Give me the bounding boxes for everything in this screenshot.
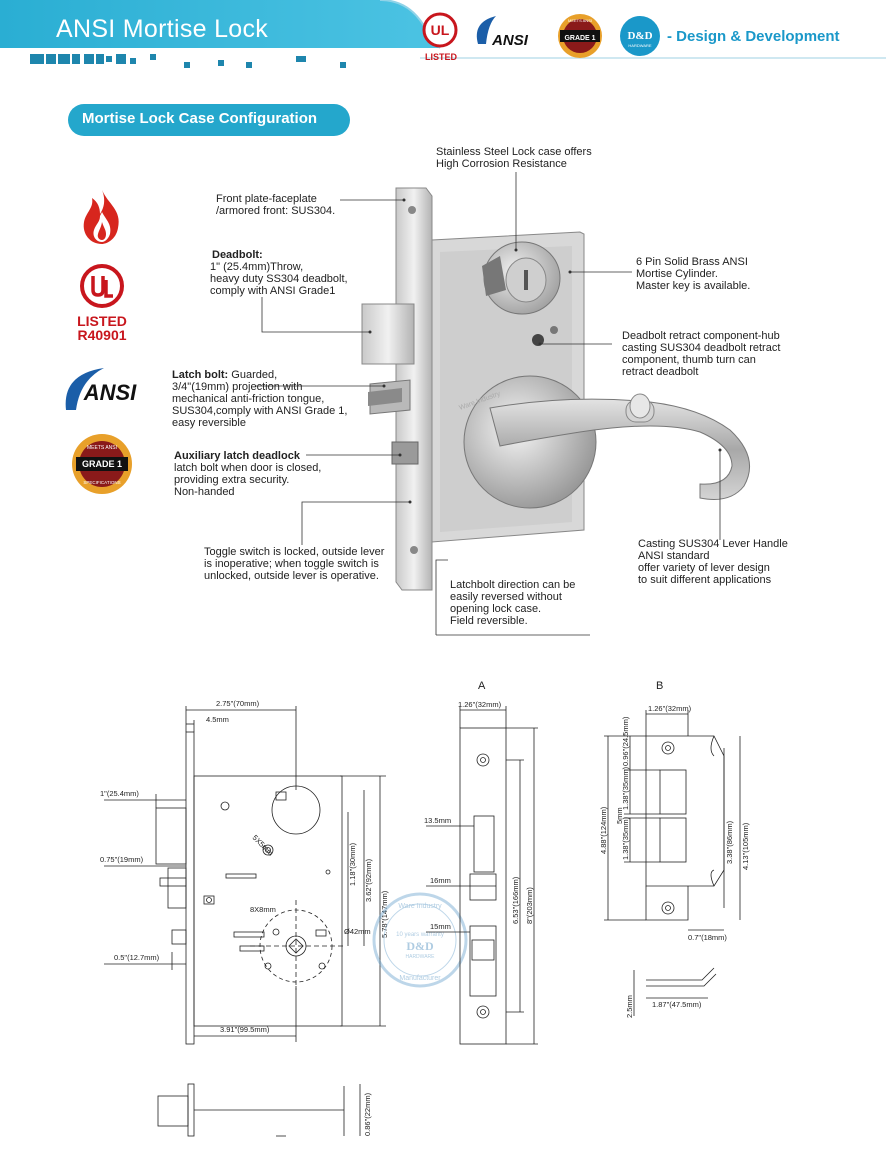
svg-text:0.7"(18mm): 0.7"(18mm): [688, 933, 727, 942]
page-header: UL LISTED ANSI GRADE 1 MEETS ANSI D&D HA…: [0, 0, 886, 80]
svg-text:MEETS ANSI: MEETS ANSI: [87, 445, 117, 451]
svg-text:HARDWARE: HARDWARE: [628, 43, 652, 48]
grade1-logo-icon: GRADE 1 MEETS ANSI: [558, 14, 602, 58]
svg-text:8X8mm: 8X8mm: [250, 905, 276, 914]
drawing-label-a: A: [478, 680, 486, 692]
svg-text:0.5"(12.7mm): 0.5"(12.7mm): [114, 953, 160, 962]
ul-logo-icon: UL LISTED: [422, 12, 458, 62]
faceplate: [395, 187, 433, 591]
ul-listed-text: LISTED R40901: [77, 313, 127, 343]
brand-tagline: - Design & Development: [667, 28, 840, 45]
ul-listed-badge-icon: [80, 264, 124, 308]
svg-text:1.87"(47.5mm): 1.87"(47.5mm): [652, 1000, 702, 1009]
section-title: Mortise Lock Case Configuration: [68, 104, 350, 136]
lock-dimension-drawing: 2.75"(70mm) 4.5mm 1"(25.4mm) 0.75"(19mm)…: [100, 699, 389, 1137]
svg-text:1.18"(30mm): 1.18"(30mm): [348, 842, 357, 886]
svg-text:UL: UL: [431, 22, 450, 38]
svg-text:8"(203mm): 8"(203mm): [525, 887, 534, 924]
svg-text:3.91"(99.5mm): 3.91"(99.5mm): [220, 1025, 270, 1034]
svg-text:6.53"(166mm): 6.53"(166mm): [511, 876, 520, 924]
aux-latch: [391, 441, 419, 465]
svg-text:GRADE 1: GRADE 1: [82, 459, 122, 469]
svg-text:0.86"(22mm): 0.86"(22mm): [363, 1092, 372, 1136]
callout-latch-bolt: Latch bolt: Guarded, 3/4"(19mm) projecti…: [172, 369, 348, 429]
svg-text:ANSI: ANSI: [491, 32, 529, 49]
svg-text:5mm: 5mm: [615, 807, 624, 824]
svg-text:0.96"(24.5mm): 0.96"(24.5mm): [621, 716, 630, 766]
watermark-seal: Ware Industry 10 years warranty D&D HARD…: [372, 892, 468, 988]
svg-text:D&D: D&D: [406, 939, 434, 953]
svg-text:10 years warranty: 10 years warranty: [396, 932, 444, 938]
callout-aux-latch: Auxiliary latch deadlock latch bolt when…: [174, 450, 322, 498]
mortise-lock-illustration: Ware Industry: [361, 187, 751, 591]
svg-text:SPECIFICATIONS: SPECIFICATIONS: [83, 480, 120, 485]
drawing-label-b: B: [656, 680, 664, 692]
svg-text:4.5mm: 4.5mm: [206, 715, 229, 724]
fire-icon: [83, 190, 119, 244]
callout-deadbolt: Deadbolt: 1" (25.4mm)Throw,heavy duty SS…: [210, 249, 348, 297]
svg-text:2.5mm: 2.5mm: [625, 995, 634, 1018]
ansi-badge-icon: ANSI: [65, 368, 137, 410]
callout-front-plate: Front plate-faceplate/armored front: SUS…: [216, 193, 336, 217]
svg-text:LISTED: LISTED: [425, 52, 458, 62]
faceplate-a-drawing: 1.26"(32mm) 13.5mm 16mm 15mm 6.53"(166mm…: [424, 700, 538, 1045]
svg-text:Ø42mm: Ø42mm: [344, 927, 371, 936]
deadbolt: [361, 303, 415, 365]
svg-text:GRADE 1: GRADE 1: [564, 35, 595, 42]
svg-text:1.38"(35mm): 1.38"(35mm): [621, 816, 630, 860]
svg-text:15mm: 15mm: [430, 922, 451, 931]
svg-text:D&D: D&D: [627, 30, 652, 42]
svg-text:MEETS ANSI: MEETS ANSI: [568, 18, 592, 23]
svg-text:1.38"(35mm): 1.38"(35mm): [621, 766, 630, 810]
strike-b-drawing: 1.26"(32mm) 0.96"(24.5mm) 1.38"(35mm) 5m…: [599, 704, 750, 1018]
svg-text:3.62"(92mm): 3.62"(92mm): [364, 858, 373, 902]
header-banner: UL LISTED ANSI GRADE 1 MEETS ANSI D&D HA…: [0, 0, 886, 68]
svg-text:16mm: 16mm: [430, 876, 451, 885]
svg-text:1"(25.4mm): 1"(25.4mm): [100, 789, 139, 798]
svg-text:4.88"(124mm): 4.88"(124mm): [599, 806, 608, 854]
svg-text:Ware Industry: Ware Industry: [398, 903, 442, 910]
svg-text:3.38"(86mm): 3.38"(86mm): [725, 820, 734, 864]
svg-text:5.78"(147mm): 5.78"(147mm): [380, 890, 389, 938]
svg-text:HARDWARE: HARDWARE: [406, 954, 436, 960]
svg-text:0.75"(19mm): 0.75"(19mm): [100, 855, 144, 864]
grade1-badge-icon: GRADE 1 MEETS ANSI SPECIFICATIONS: [72, 434, 132, 494]
svg-text:2.75"(70mm): 2.75"(70mm): [216, 699, 260, 708]
callout-leader-lines: [255, 172, 722, 636]
svg-text:13.5mm: 13.5mm: [424, 816, 451, 825]
svg-text:5X5mm: 5X5mm: [251, 833, 276, 858]
svg-text:1.26"(32mm): 1.26"(32mm): [648, 704, 692, 713]
ansi-logo-icon: ANSI: [476, 16, 529, 49]
svg-text:1.26"(32mm): 1.26"(32mm): [458, 700, 502, 709]
svg-text:4.13"(105mm): 4.13"(105mm): [741, 822, 750, 870]
svg-text:Manufacturer: Manufacturer: [399, 975, 441, 982]
dd-logo-icon: D&D HARDWARE: [620, 16, 660, 56]
svg-text:ANSI: ANSI: [83, 380, 137, 405]
page-title: ANSI Mortise Lock: [56, 15, 269, 43]
